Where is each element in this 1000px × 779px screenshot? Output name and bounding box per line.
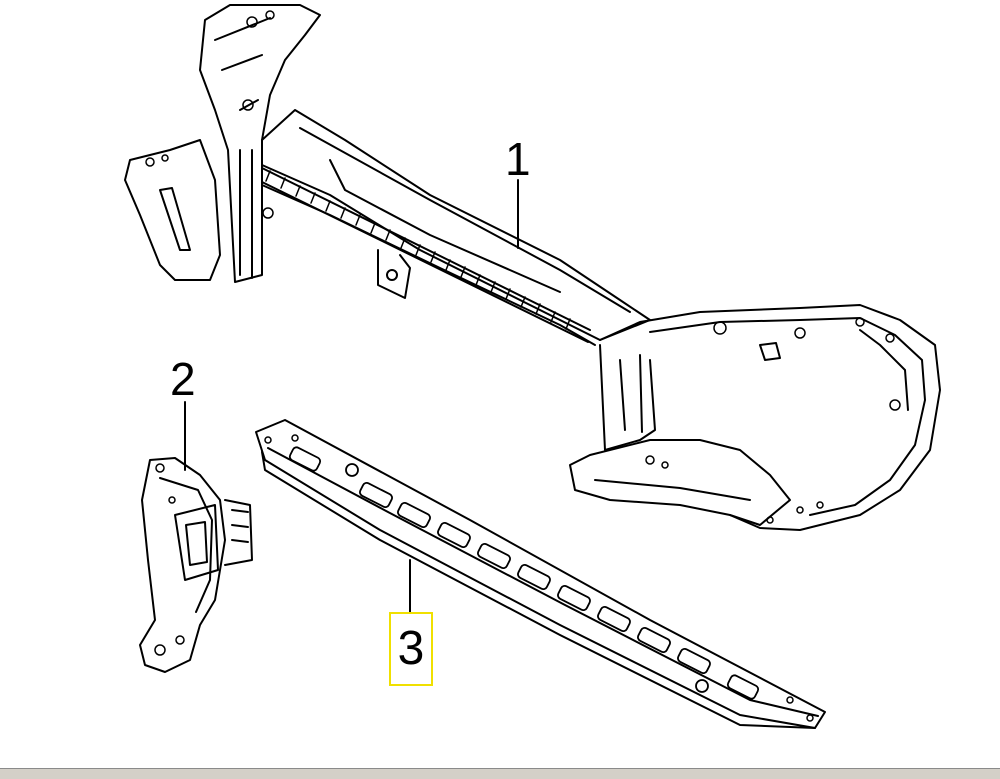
window-status-strip (0, 768, 1000, 779)
radiator-support-assembly (124, 4, 941, 531)
lower-tie-bar (255, 419, 826, 729)
callout-3-label-highlighted[interactable]: 3 (389, 612, 433, 686)
callout-2-label[interactable]: 2 (170, 353, 196, 405)
callout-1-label[interactable]: 1 (505, 133, 531, 185)
side-bracket (139, 401, 253, 673)
